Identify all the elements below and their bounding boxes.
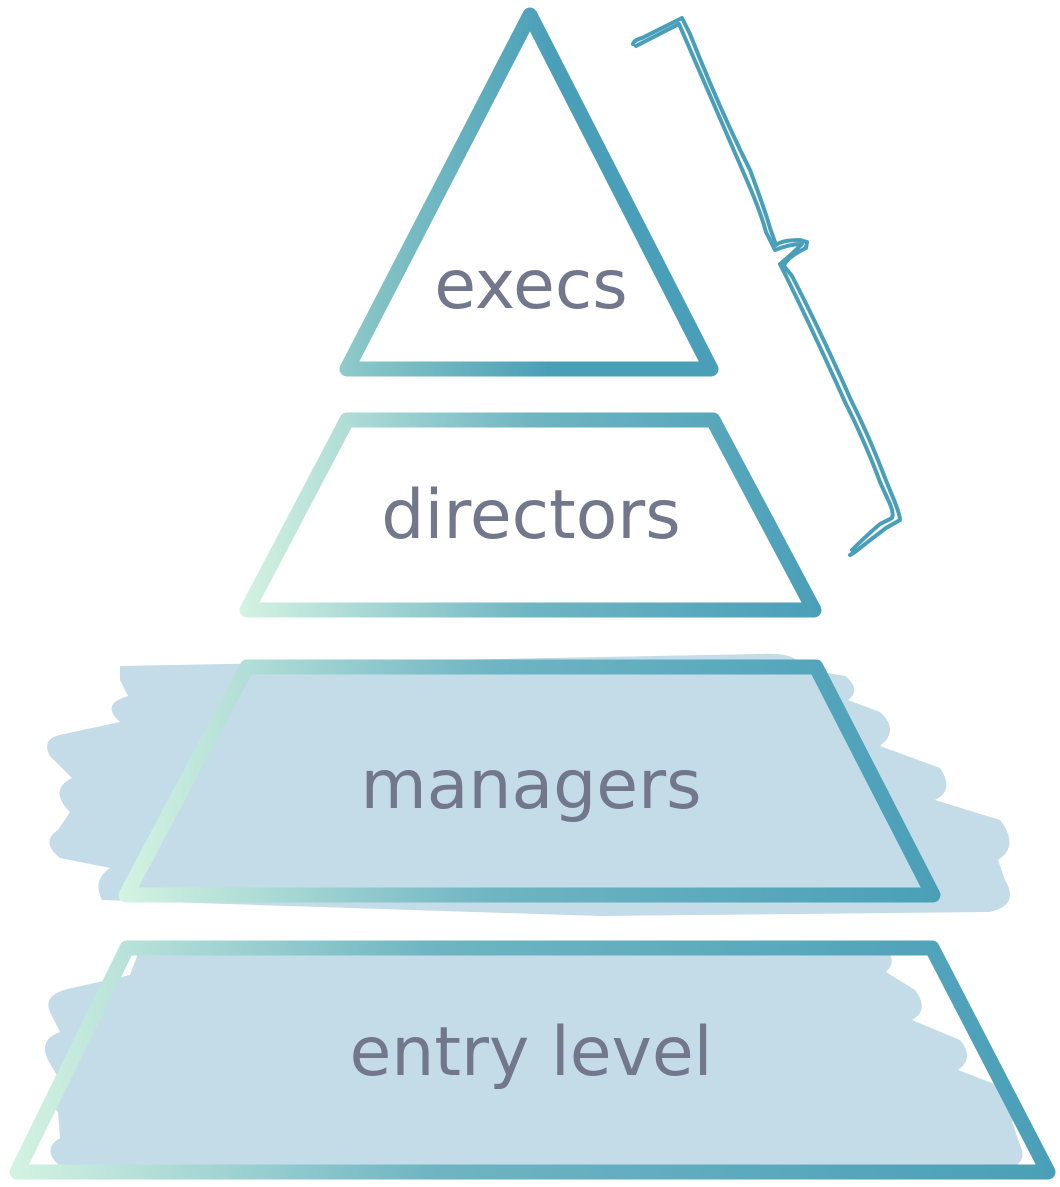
tier-entry-level-outline bbox=[9, 940, 1056, 1180]
tier-label-directors: directors bbox=[381, 476, 680, 555]
entry-level-highlight-brush bbox=[44, 942, 1023, 1178]
managers-highlight-brush bbox=[47, 653, 1010, 916]
tier-label-managers: managers bbox=[360, 746, 701, 825]
tier-label-execs: execs bbox=[434, 246, 627, 325]
tier-execs-outline bbox=[339, 7, 719, 377]
tier-directors-outline bbox=[239, 412, 822, 618]
curly-bracket bbox=[631, 16, 902, 557]
tier-managers-outline bbox=[118, 659, 941, 903]
tier-label-entry-level: entry level bbox=[349, 1013, 712, 1092]
